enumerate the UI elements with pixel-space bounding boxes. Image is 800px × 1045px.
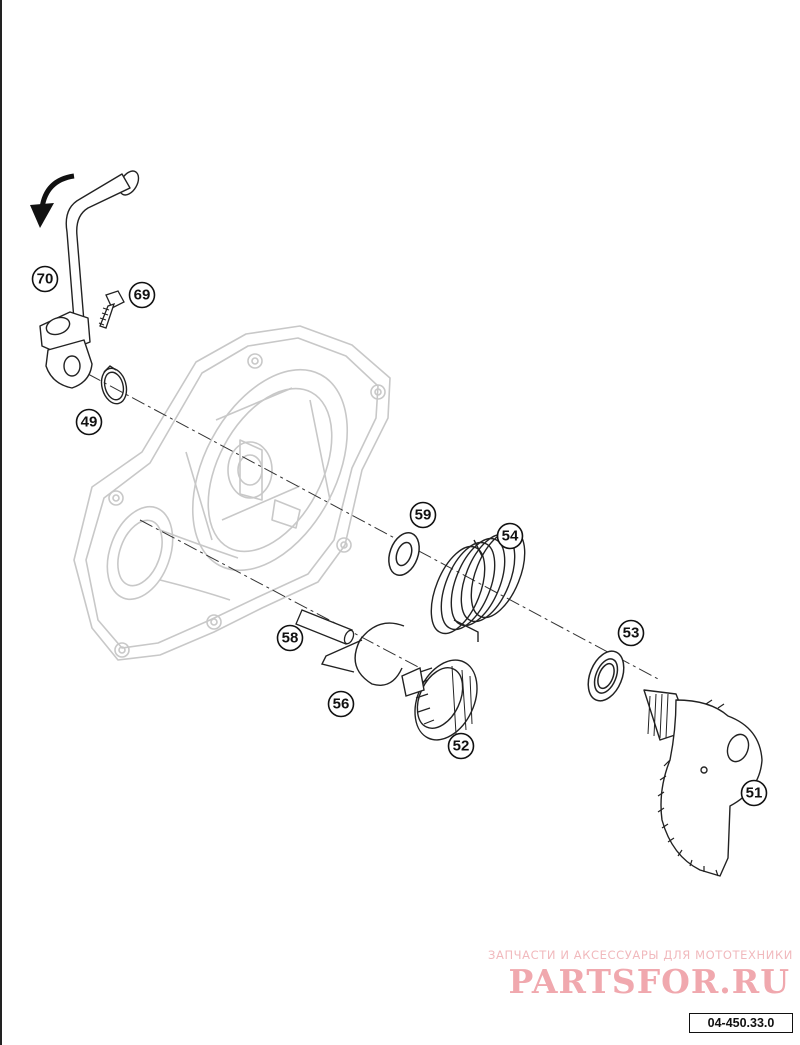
lever-bolt xyxy=(98,290,125,329)
watermark-logo: PARTSFOR.RU xyxy=(508,962,790,1001)
callout-70: 70 xyxy=(31,265,59,293)
circlip xyxy=(100,365,128,405)
kickstart-gear xyxy=(401,659,478,741)
callout-59: 59 xyxy=(409,501,437,529)
svg-text:56: 56 xyxy=(333,696,350,713)
svg-text:52: 52 xyxy=(453,738,470,755)
callout-58: 58 xyxy=(276,624,304,652)
diagram-reference-code: 04-450.33.0 xyxy=(689,1013,793,1033)
callout-69: 69 xyxy=(128,281,156,309)
kickstart-lever xyxy=(39,170,140,389)
svg-text:53: 53 xyxy=(623,625,640,642)
engine-cover xyxy=(73,325,391,661)
wire-spring xyxy=(320,622,405,686)
part-callouts: 70 69 49 59 54 58 53 56 xyxy=(31,265,768,807)
washer xyxy=(388,532,420,576)
kickstart-shaft xyxy=(643,689,763,877)
svg-text:58: 58 xyxy=(282,630,299,647)
seal-ring xyxy=(587,650,625,702)
svg-text:59: 59 xyxy=(415,507,432,524)
callout-49: 49 xyxy=(75,408,103,436)
assembly-axis-lines xyxy=(87,373,661,681)
svg-text:51: 51 xyxy=(746,785,763,802)
watermark-caption: ЗАПЧАСТИ И АКСЕССУАРЫ ДЛЯ МОТОТЕХНИКИ xyxy=(488,948,793,962)
callout-53: 53 xyxy=(617,619,645,647)
svg-text:69: 69 xyxy=(134,287,151,304)
callout-56: 56 xyxy=(327,690,355,718)
page-left-border xyxy=(0,0,2,1045)
svg-text:70: 70 xyxy=(37,271,54,288)
callout-52: 52 xyxy=(447,732,475,760)
svg-text:49: 49 xyxy=(81,414,98,431)
svg-text:54: 54 xyxy=(502,528,519,545)
callout-51: 51 xyxy=(740,779,768,807)
callout-54: 54 xyxy=(496,522,524,550)
dowel-pin xyxy=(295,609,355,645)
curved-arrow-icon xyxy=(30,173,75,228)
